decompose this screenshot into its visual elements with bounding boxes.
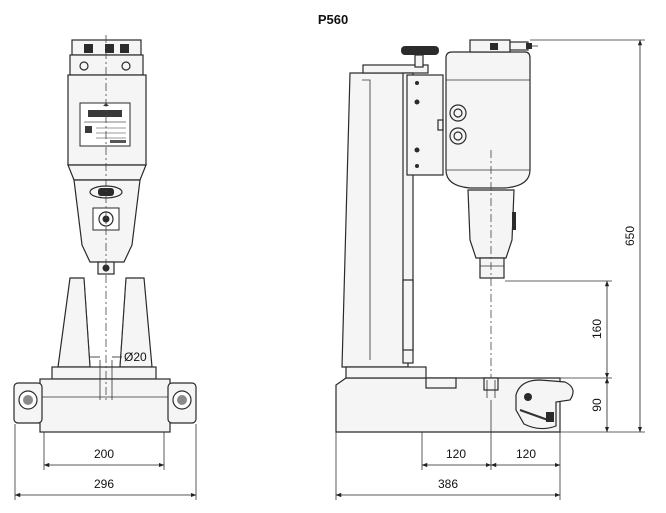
side-clamp-lever bbox=[515, 379, 574, 430]
height-total-label: 650 bbox=[623, 226, 637, 246]
front-base bbox=[39, 378, 171, 433]
side-motor-housing bbox=[445, 51, 531, 189]
front-base-step bbox=[51, 366, 157, 380]
width-inner-label: 200 bbox=[94, 447, 114, 461]
depth-total-label: 386 bbox=[438, 477, 458, 491]
side-guide-rail bbox=[402, 72, 414, 364]
depth-left-label: 120 bbox=[446, 447, 466, 461]
side-quill bbox=[467, 189, 515, 259]
side-view: 650 160 90 120 120 386 bbox=[335, 39, 645, 500]
side-column bbox=[341, 72, 409, 368]
front-view: Ø20 200 296 bbox=[13, 35, 197, 500]
front-clamp-block bbox=[69, 54, 144, 76]
adjustment-handle[interactable] bbox=[401, 46, 439, 68]
right-clamp-foot bbox=[167, 382, 197, 424]
width-total-label: 296 bbox=[94, 477, 114, 491]
height-stroke-label: 160 bbox=[590, 319, 604, 339]
air-inlet bbox=[469, 39, 538, 53]
side-column-cap bbox=[362, 64, 429, 74]
front-transition bbox=[67, 164, 147, 181]
side-carriage bbox=[406, 74, 444, 176]
left-clamp-foot bbox=[13, 382, 43, 424]
side-base bbox=[335, 377, 561, 433]
nameplate bbox=[79, 102, 131, 147]
drawing-title: P560 bbox=[317, 12, 349, 27]
bore-label: Ø20 bbox=[124, 350, 147, 364]
depth-right-label: 120 bbox=[516, 447, 536, 461]
side-spindle-nose bbox=[479, 257, 505, 279]
side-t-slot bbox=[425, 377, 457, 389]
height-base-label: 90 bbox=[590, 398, 604, 412]
